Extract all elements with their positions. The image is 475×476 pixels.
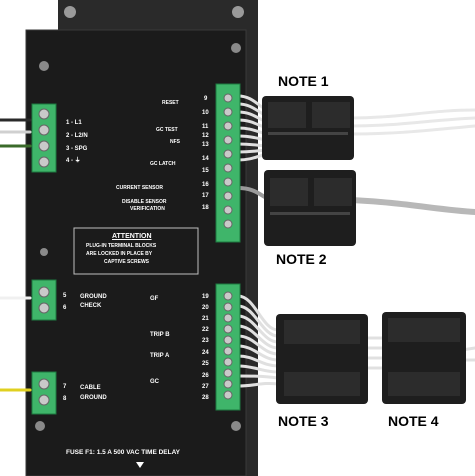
- label-verification: VERIFICATION: [130, 206, 165, 212]
- terminal-number: 20: [202, 305, 209, 311]
- chassis-screw: [64, 6, 76, 18]
- panel-screw: [40, 248, 48, 256]
- label-gc: GC: [150, 379, 159, 385]
- terminal-number: 11: [202, 124, 209, 130]
- terminal-number: 23: [202, 338, 209, 344]
- terminal-number: 15: [202, 168, 209, 174]
- terminal-block-cable-ground: [31, 371, 57, 415]
- panel-screw: [35, 421, 45, 431]
- label-gc-latch: GC LATCH: [150, 161, 176, 167]
- label-nfs: NFS: [170, 139, 180, 145]
- label-gf: GF: [150, 296, 159, 302]
- panel-screw: [231, 43, 241, 53]
- label-trip-b: TRIP B: [150, 332, 170, 338]
- terminal-block-ground-check: [31, 279, 57, 321]
- terminal-number: 14: [202, 156, 209, 162]
- terminal-label-spg: 3 - SPG: [66, 146, 88, 152]
- attention-box: [73, 227, 199, 275]
- label-reset: RESET: [162, 100, 179, 106]
- note-2-label: NOTE 2: [276, 251, 327, 267]
- ferrite-core-4: [382, 312, 466, 404]
- terminal-block-power: [31, 103, 57, 173]
- terminal-number: 13: [202, 142, 209, 148]
- terminal-number: 16: [202, 182, 209, 188]
- note-4-label: NOTE 4: [388, 413, 439, 429]
- label-cable-ground: GROUND: [80, 395, 107, 401]
- terminal-number: 6: [63, 305, 67, 311]
- terminal-label-ground: 4 - ⏚: [66, 158, 81, 164]
- label-current-sensor: CURRENT SENSOR: [116, 185, 163, 191]
- terminal-label-l1: 1 - L1: [66, 120, 82, 126]
- terminal-number: 25: [202, 361, 209, 367]
- attention-line: PLUG-IN TERMINAL BLOCKS: [86, 243, 157, 249]
- terminal-number: 19: [202, 294, 209, 300]
- attention-title: ATTENTION: [112, 233, 152, 240]
- panel-screw: [231, 421, 241, 431]
- terminal-number: 24: [202, 350, 209, 356]
- fuse-label: FUSE F1: 1.5 A 500 VAC TIME DELAY: [66, 449, 181, 456]
- terminal-number: 7: [63, 384, 67, 390]
- terminal-number: 26: [202, 373, 209, 379]
- terminal-label-l2n: 2 - L2/N: [66, 133, 88, 139]
- ferrite-core-2: [264, 170, 356, 246]
- terminal-number: 12: [202, 133, 209, 139]
- terminal-number: 28: [202, 395, 209, 401]
- ferrite-core-3: [276, 314, 368, 404]
- label-check: CHECK: [80, 303, 102, 309]
- terminal-number: 8: [63, 396, 67, 402]
- panel-screw: [39, 61, 49, 71]
- terminal-number: 5: [63, 293, 67, 299]
- attention-line: CAPTIVE SCREWS: [104, 259, 150, 265]
- terminal-number: 18: [202, 205, 209, 211]
- terminal-number: 9: [204, 96, 208, 102]
- label-gc-test: GC TEST: [156, 127, 178, 133]
- label-disable-sensor: DISABLE SENSOR: [122, 199, 167, 205]
- terminal-block-control: [215, 83, 241, 243]
- note-1-label: NOTE 1: [278, 73, 329, 89]
- attention-line: ARE LOCKED IN PLACE BY: [86, 251, 153, 257]
- terminal-block-trip: [215, 283, 241, 411]
- label-cable: CABLE: [80, 385, 101, 391]
- terminal-number: 22: [202, 327, 209, 333]
- chassis-screw: [232, 6, 244, 18]
- fuse-arrow: [136, 462, 144, 468]
- terminal-number: 17: [202, 193, 209, 199]
- wires: [0, 94, 475, 392]
- note-3-label: NOTE 3: [278, 413, 329, 429]
- label-trip-a: TRIP A: [150, 353, 170, 359]
- terminal-number: 27: [202, 384, 209, 390]
- terminal-number: 10: [202, 110, 209, 116]
- ferrite-core-1: [262, 96, 354, 160]
- front-panel: [25, 29, 247, 476]
- terminal-number: 21: [202, 316, 209, 322]
- label-ground: GROUND: [80, 294, 107, 300]
